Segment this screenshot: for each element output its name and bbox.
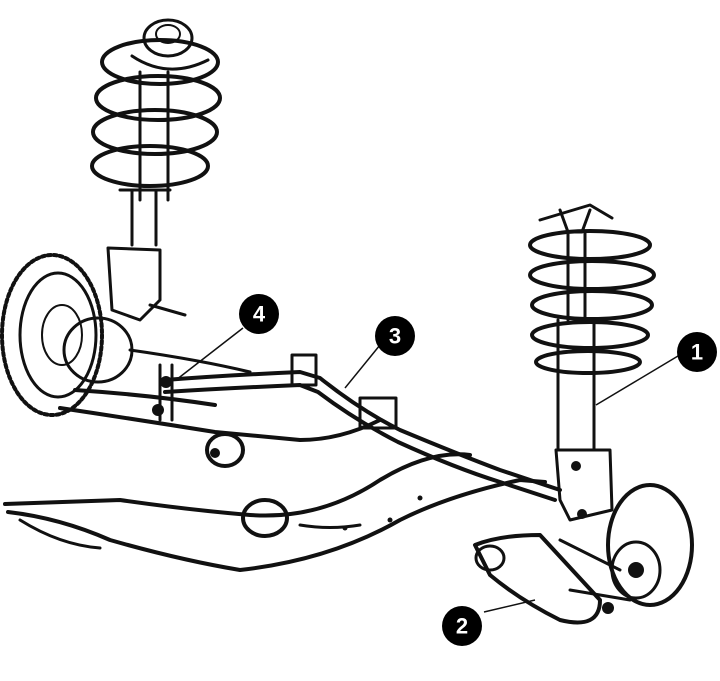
left-lower-arm xyxy=(58,388,382,468)
left-strut-assembly xyxy=(90,18,222,322)
left-brake-disc xyxy=(0,253,252,417)
leader-line-4 xyxy=(175,327,244,381)
callout-3: 3 xyxy=(375,316,415,356)
callout-1: 1 xyxy=(677,332,717,372)
leader-lines xyxy=(175,327,679,613)
callout-1-label: 1 xyxy=(691,340,703,365)
callout-3-label: 3 xyxy=(389,324,401,349)
left-coil-spring xyxy=(90,38,222,188)
right-hub xyxy=(558,483,694,607)
callout-2: 2 xyxy=(442,606,482,646)
callout-4-label: 4 xyxy=(253,302,266,327)
leader-line-1 xyxy=(595,355,679,406)
callout-2-label: 2 xyxy=(456,614,468,639)
callout-4: 4 xyxy=(239,294,279,334)
right-coil-spring xyxy=(528,229,656,375)
right-lower-arm xyxy=(473,533,614,625)
leader-line-2 xyxy=(483,599,536,613)
anti-roll-bar xyxy=(152,353,562,502)
right-strut-assembly xyxy=(528,203,656,522)
leader-line-3 xyxy=(344,344,381,389)
crossmember xyxy=(3,452,547,572)
